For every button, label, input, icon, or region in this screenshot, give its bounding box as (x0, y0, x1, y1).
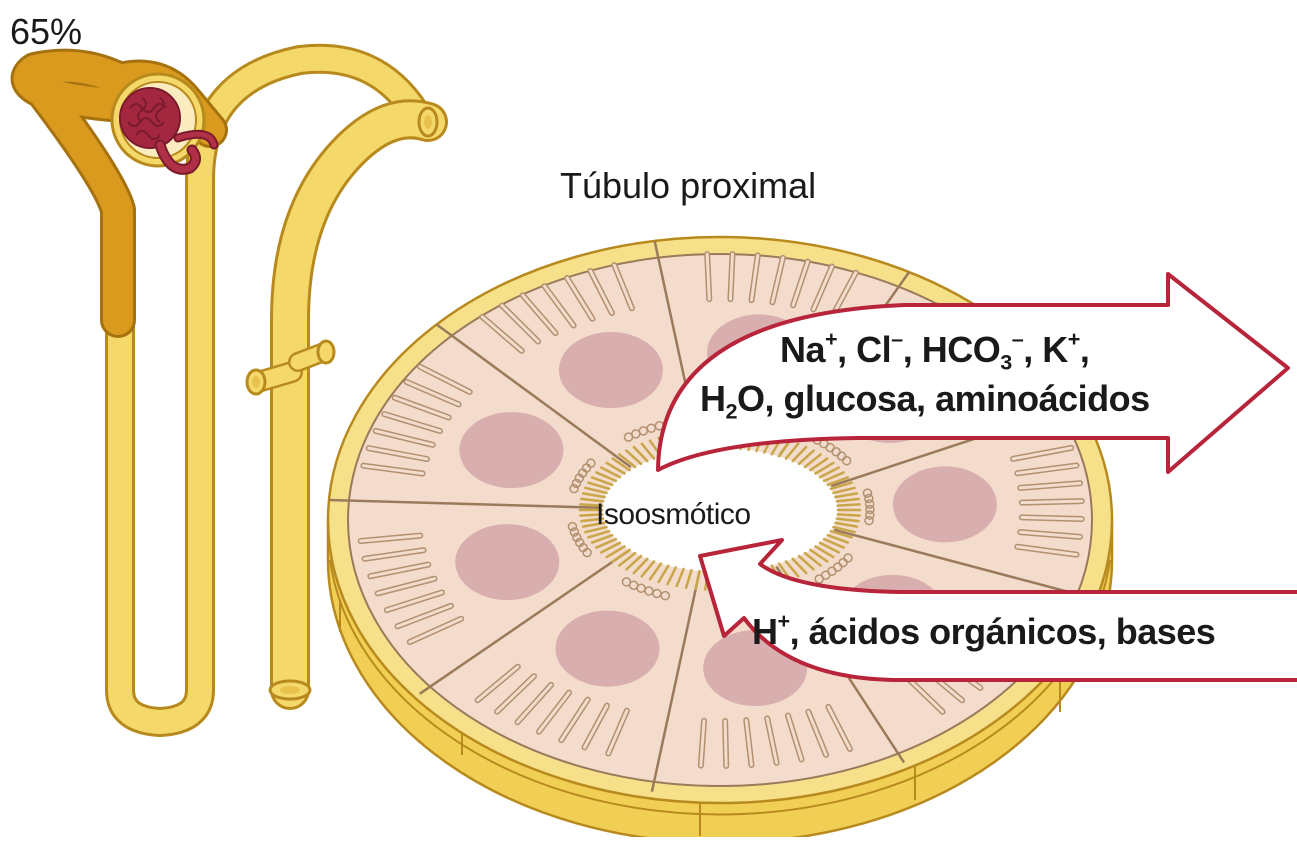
basal-fold-fill (1022, 501, 1082, 503)
basal-fold-fill (707, 254, 709, 299)
isoosmotic-label: Isoosmótico (596, 500, 751, 530)
cell-nucleus (559, 332, 663, 408)
basal-fold-fill (730, 254, 732, 299)
cell-nucleus (459, 412, 563, 488)
microvillus (838, 514, 860, 515)
cell-nucleus (556, 611, 660, 687)
tubule-title: Túbulo proximal (560, 168, 816, 204)
secreted-substances-label: H+, ácidos orgánicos, bases (752, 614, 1215, 650)
basal-fold-fill (725, 721, 726, 766)
percentage-label: 65% (10, 14, 82, 50)
microvillus (838, 504, 860, 505)
reabsorbed-substances-line-2: H2O, glucosa, aminoácidos (700, 381, 1150, 417)
reabsorbed-substances-line-1: Na+, Cl–, HCO3–, K+, (780, 332, 1089, 368)
basal-fold-fill (1022, 517, 1082, 519)
cell-nucleus (893, 466, 997, 542)
cell-nucleus (455, 524, 559, 600)
